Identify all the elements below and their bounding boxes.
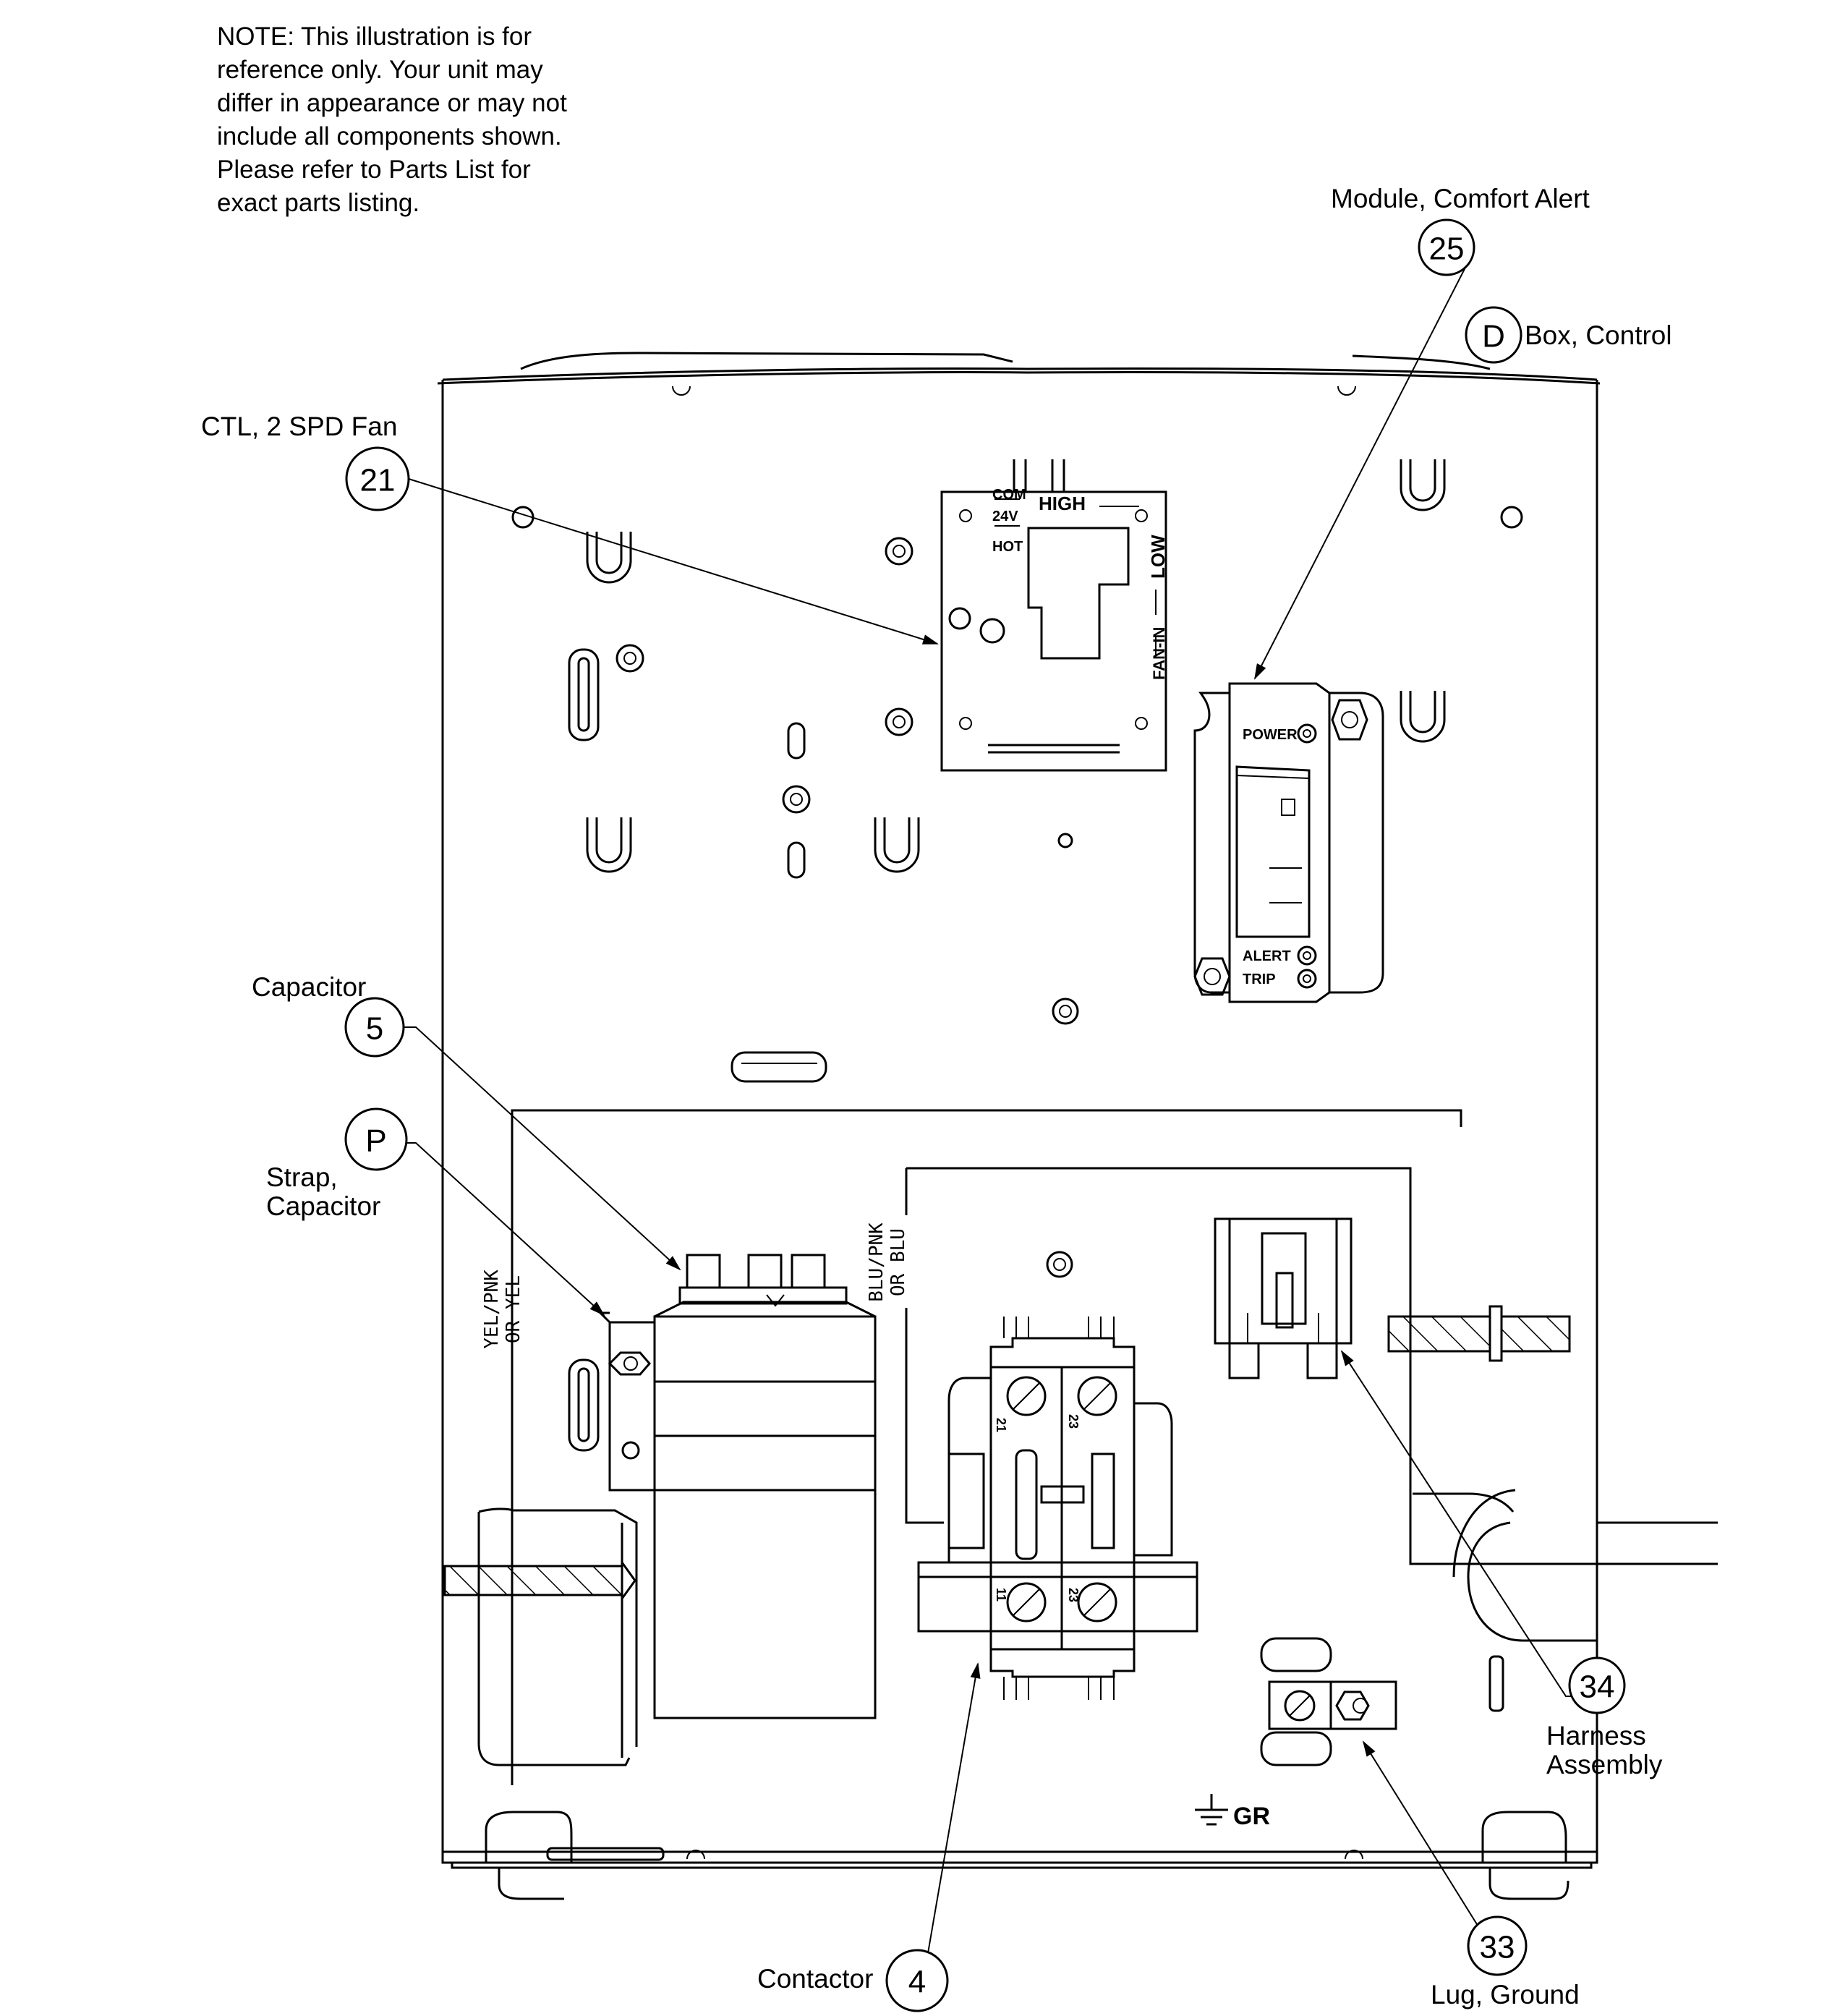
wire-label-left-2: OR YEL [503, 1275, 524, 1343]
callout-label: Module, Comfort Alert [1331, 184, 1590, 213]
panel-holes [511, 506, 1523, 1278]
callout-21: CTL, 2 SPD Fan 21 [201, 412, 410, 511]
u-clips [586, 459, 1446, 873]
callout-number: 25 [1429, 231, 1465, 267]
wire-label-right-2: OR BLU [887, 1228, 909, 1296]
callout-label: Harness [1546, 1721, 1646, 1751]
callout-label: CTL, 2 SPD Fan [201, 412, 397, 441]
contactor: 21 23 11 23 [917, 1317, 1198, 1700]
callout-label: Assembly [1546, 1750, 1663, 1779]
wire-label-left-1: YEL/PNK [481, 1269, 503, 1349]
contactor-terminal-label: 21 [994, 1418, 1008, 1432]
contactor-terminal-label: 23 [1066, 1414, 1081, 1429]
module-alert-label: ALERT [1243, 948, 1291, 964]
board-high-label: HIGH [1039, 493, 1086, 514]
board-hot-label: HOT [992, 539, 1023, 555]
contactor-terminal-label: 11 [994, 1588, 1008, 1602]
fan-control-board: COM 24V HOT HIGH LOW FAN-IN [940, 487, 1169, 772]
callout-number: 33 [1480, 1930, 1515, 1965]
control-box-panel [437, 352, 1601, 1869]
note-line: differ in appearance or may not [217, 89, 567, 117]
board-com-label: COM [992, 487, 1026, 503]
note-line: include all components shown. [217, 122, 562, 150]
callout-label: Capacitor [266, 1191, 380, 1221]
capacitor-strap [597, 1311, 656, 1492]
board-low-label: LOW [1147, 535, 1169, 579]
inner-plate [511, 1109, 1718, 1785]
callout-number: 4 [908, 1965, 926, 2000]
callout-label: Capacitor [252, 972, 366, 1002]
comfort-alert-module: POWER ALERT TRIP [1193, 682, 1384, 1003]
board-fan-in-label: FAN-IN [1150, 627, 1168, 680]
wire-label-right-1: BLU/PNK [866, 1222, 887, 1302]
note-line: exact parts listing. [217, 189, 420, 217]
callout-p: P Strap, Capacitor [266, 1107, 408, 1221]
callout-label: Box, Control [1525, 320, 1672, 350]
callout-label: Contactor [757, 1964, 873, 1994]
harness-connector [1214, 1217, 1353, 1379]
capacitor [653, 1254, 877, 1719]
wire-labels: YEL/PNK OR YEL BLU/PNK OR BLU [481, 1222, 909, 1349]
callout-number: D [1482, 319, 1505, 354]
callout-4: Contactor 4 [757, 1949, 949, 2012]
hatched-sections [443, 1305, 1571, 1766]
module-power-label: POWER [1243, 727, 1298, 743]
module-trip-label: TRIP [1243, 971, 1276, 987]
callout-label: Strap, [266, 1162, 338, 1192]
callout-number: 5 [366, 1011, 383, 1047]
callout-25: Module, Comfort Alert 25 [1331, 184, 1590, 276]
callout-label: Lug, Ground [1431, 1980, 1580, 2009]
callout-33: 33 Lug, Ground [1431, 1915, 1580, 2009]
board-24v-label: 24V [992, 509, 1018, 524]
callout-34: 34 Harness Assembly [1546, 1656, 1663, 1779]
note-line: Please refer to Parts List for [217, 156, 531, 184]
callout-number: 34 [1580, 1670, 1615, 1705]
callout-number: 21 [360, 463, 396, 498]
callout-number: P [365, 1123, 386, 1159]
ground-label: GR [1233, 1803, 1270, 1830]
panel-tabs [485, 648, 1569, 1900]
callout-5: Capacitor 5 [252, 972, 405, 1058]
ground-lug: GR [1195, 1680, 1397, 1830]
note-line: NOTE: This illustration is for [217, 22, 532, 51]
note-line: reference only. Your unit may [217, 56, 543, 84]
disclaimer-note: NOTE: This illustration is for reference… [217, 20, 665, 220]
contactor-terminal-label: 23 [1066, 1588, 1081, 1602]
callout-d: D Box, Control [1465, 306, 1672, 364]
